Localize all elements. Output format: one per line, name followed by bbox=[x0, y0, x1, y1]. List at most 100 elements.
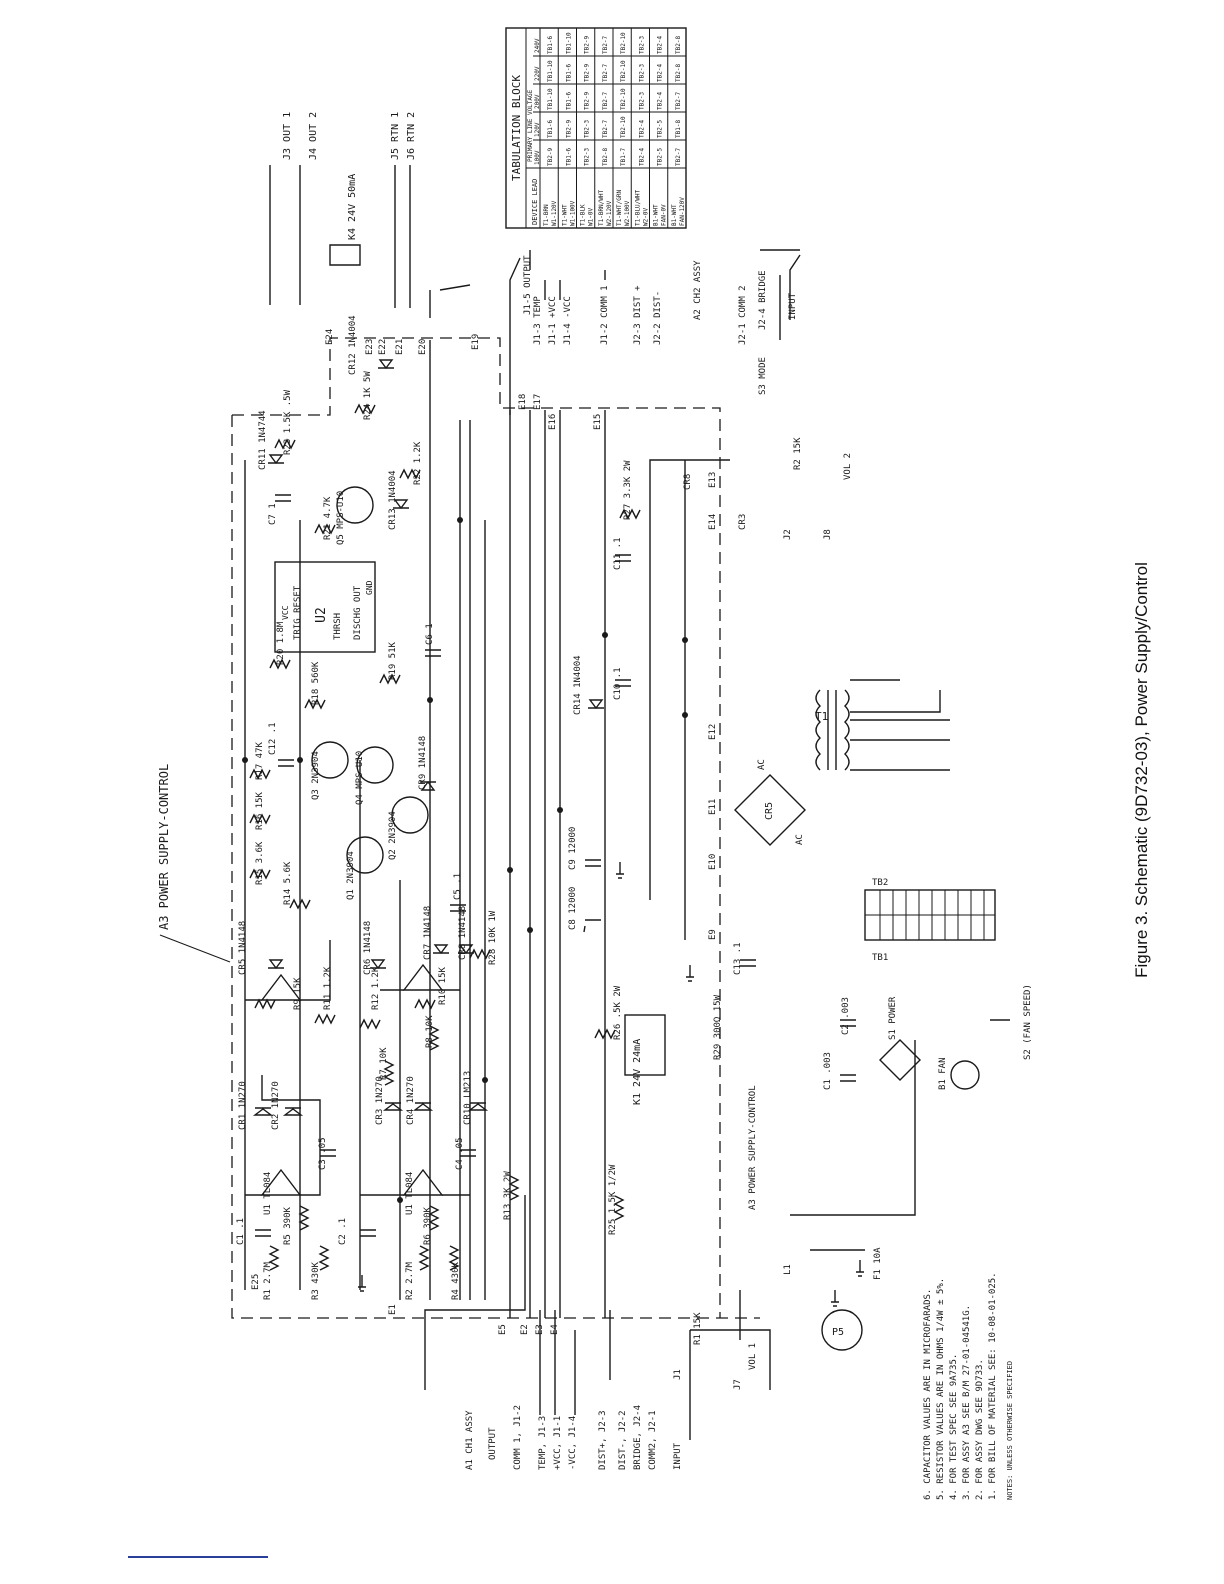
tab-cell: TB1-6 bbox=[565, 64, 572, 82]
tab-cell: TB2-7 bbox=[602, 120, 609, 138]
svg-text:CR11 1N4744: CR11 1N4744 bbox=[258, 410, 268, 470]
svg-text:R28 10K 1W: R28 10K 1W bbox=[488, 910, 498, 965]
tab-cell: TB1-10 bbox=[547, 60, 554, 82]
tab-row-lead: T1-WHT/GRN bbox=[616, 189, 623, 226]
svg-text:COMM 1, J1-2: COMM 1, J1-2 bbox=[513, 1405, 523, 1470]
svg-text:R12 1.2K: R12 1.2K bbox=[371, 966, 381, 1010]
svg-text:J1-4 -VCC: J1-4 -VCC bbox=[563, 296, 573, 345]
tab-row-lead-2: W1-100V bbox=[569, 200, 576, 226]
svg-text:E24: E24 bbox=[325, 329, 335, 345]
svg-text:R22 1.2K: R22 1.2K bbox=[413, 441, 423, 485]
notes-header: NOTES: UNLESS OTHERWISE SPECIFIED bbox=[1006, 1361, 1014, 1500]
svg-text:VCC: VCC bbox=[281, 605, 290, 620]
capacitor-symbols bbox=[255, 494, 856, 1237]
svg-text:BRIDGE, J2-4: BRIDGE, J2-4 bbox=[633, 1405, 643, 1470]
tab-cell: TB2-10 bbox=[620, 32, 627, 54]
note-item: 1. FOR BILL OF MATERIAL SEE: 10-08-01-02… bbox=[988, 1272, 998, 1500]
tab-cell: TB1-10 bbox=[547, 88, 554, 110]
svg-text:R1 15K: R1 15K bbox=[693, 1312, 703, 1345]
a3-frame bbox=[231, 337, 760, 1319]
svg-text:R16 15K: R16 15K bbox=[255, 791, 265, 830]
svg-text:R24 1K 5W: R24 1K 5W bbox=[363, 371, 373, 420]
svg-text:R1 2.7M: R1 2.7M bbox=[263, 1261, 273, 1300]
tab-cell: TB2-3 bbox=[638, 64, 645, 82]
svg-text:E18: E18 bbox=[518, 394, 528, 410]
transformer-t1: T1 bbox=[815, 679, 950, 771]
svg-text:A1 CH1 ASSY: A1 CH1 ASSY bbox=[465, 1410, 475, 1470]
svg-text:R17 47K: R17 47K bbox=[255, 741, 265, 780]
svg-text:COMM2, J2-1: COMM2, J2-1 bbox=[648, 1410, 658, 1470]
tab-cell: TB2-4 bbox=[638, 120, 645, 138]
svg-text:C11 .1: C11 .1 bbox=[613, 537, 623, 570]
svg-text:OUTPUT: OUTPUT bbox=[488, 1427, 498, 1460]
svg-text:C8 12000: C8 12000 bbox=[568, 887, 578, 930]
svg-text:CR3 1N270: CR3 1N270 bbox=[375, 1076, 385, 1125]
tab-cell: TB2-8 bbox=[675, 64, 682, 82]
svg-text:AC: AC bbox=[795, 834, 805, 845]
tab-row-lead-2: W2-100V bbox=[624, 200, 631, 226]
tab-cell: TB1-10 bbox=[565, 32, 572, 54]
svg-text:E15: E15 bbox=[593, 414, 603, 430]
svg-text:R9 15K: R9 15K bbox=[293, 977, 303, 1010]
tab-cell: TB2-8 bbox=[675, 36, 682, 54]
svg-text:E25: E25 bbox=[251, 1274, 261, 1290]
svg-text:R25 1.5K 1/2W: R25 1.5K 1/2W bbox=[608, 1164, 618, 1235]
tab-row-lead: T1-BRN/WHT bbox=[598, 189, 605, 226]
note-item: 3. FOR ASSY A3 SEE B/M 27-01-04541G. bbox=[962, 1305, 972, 1500]
tab-cell: TB2-5 bbox=[657, 120, 664, 138]
svg-text:E2: E2 bbox=[520, 1324, 530, 1335]
tab-row-lead: T1-WHT bbox=[561, 204, 568, 226]
svg-text:R4 430K: R4 430K bbox=[451, 1261, 461, 1300]
bottom-rule bbox=[128, 1556, 268, 1558]
tab-row-lead-2: W1-0V bbox=[588, 208, 595, 226]
svg-text:R5 390K: R5 390K bbox=[283, 1206, 293, 1245]
svg-text:THRSH: THRSH bbox=[333, 613, 343, 640]
tab-row-lead: T1-BRN bbox=[543, 204, 550, 226]
tab-cell: TB2-4 bbox=[657, 64, 664, 82]
tab-cell: TB2-9 bbox=[565, 120, 572, 138]
svg-text:E4: E4 bbox=[550, 1324, 560, 1335]
svg-text:E13: E13 bbox=[708, 472, 718, 488]
tab-cell: TB2-10 bbox=[620, 116, 627, 138]
svg-text:E1: E1 bbox=[388, 1304, 398, 1315]
svg-text:R18 560K: R18 560K bbox=[311, 661, 321, 705]
svg-text:R26 .5K 2W: R26 .5K 2W bbox=[613, 985, 623, 1040]
svg-text:DISCHG OUT: DISCHG OUT bbox=[353, 585, 363, 640]
svg-text:R10 15K: R10 15K bbox=[438, 966, 448, 1005]
schematic-body: A3 POWER SUPPLY-CONTROL U1 TL084 bbox=[157, 165, 1010, 1440]
assembly-labels: A1 CH1 ASSY OUTPUT COMM 1, J1-2 TEMP, J1… bbox=[465, 255, 798, 1470]
svg-text:C12 .1: C12 .1 bbox=[268, 722, 278, 755]
terminal-blocks: TB1 TB2 bbox=[864, 878, 996, 963]
svg-text:TB2: TB2 bbox=[872, 878, 888, 888]
svg-text:J2-2 DIST-: J2-2 DIST- bbox=[653, 291, 663, 345]
svg-text:DIST-, J2-2: DIST-, J2-2 bbox=[618, 1410, 628, 1470]
tab-cell: TB2-4 bbox=[638, 148, 645, 166]
svg-text:J3 OUT 1: J3 OUT 1 bbox=[282, 112, 293, 160]
tab-row-lead: T1-BLU/WHT bbox=[634, 189, 641, 226]
svg-text:+VCC, J1-1: +VCC, J1-1 bbox=[553, 1416, 563, 1470]
svg-text:U1 TL084: U1 TL084 bbox=[405, 1172, 415, 1215]
tab-cell: TB2-7 bbox=[675, 92, 682, 110]
svg-text:CR6 1N4148: CR6 1N4148 bbox=[363, 921, 373, 975]
svg-text:C1 .1: C1 .1 bbox=[236, 1218, 246, 1245]
svg-text:VOL 2: VOL 2 bbox=[843, 453, 853, 480]
svg-text:Q3 2N3904: Q3 2N3904 bbox=[311, 751, 321, 800]
notes-block: 6. CAPACITOR VALUES ARE IN MICROFARADS.5… bbox=[923, 1272, 1014, 1500]
svg-text:C13 .1: C13 .1 bbox=[733, 942, 743, 975]
svg-text:CR5: CR5 bbox=[764, 802, 775, 820]
svg-text:J5 RTN 1: J5 RTN 1 bbox=[390, 112, 401, 160]
tab-row-lead: B1-WHT bbox=[653, 204, 660, 226]
svg-text:R14 5.6K: R14 5.6K bbox=[283, 861, 293, 905]
svg-text:C2 .003: C2 .003 bbox=[841, 997, 851, 1035]
a1-connector-region bbox=[424, 1195, 771, 1440]
svg-text:Q5 MPS-U10: Q5 MPS-U10 bbox=[336, 491, 346, 545]
tab-cell: TB2-9 bbox=[584, 92, 591, 110]
tab-cell: TB2-3 bbox=[638, 36, 645, 54]
svg-text:DIST+, J2-3: DIST+, J2-3 bbox=[598, 1410, 608, 1470]
svg-text:E10: E10 bbox=[708, 854, 718, 870]
tab-cell: TB2-10 bbox=[620, 60, 627, 82]
svg-text:J2: J2 bbox=[783, 529, 793, 540]
bridge-rectifier: CR5 bbox=[734, 774, 806, 846]
junction-dots bbox=[242, 517, 688, 1203]
